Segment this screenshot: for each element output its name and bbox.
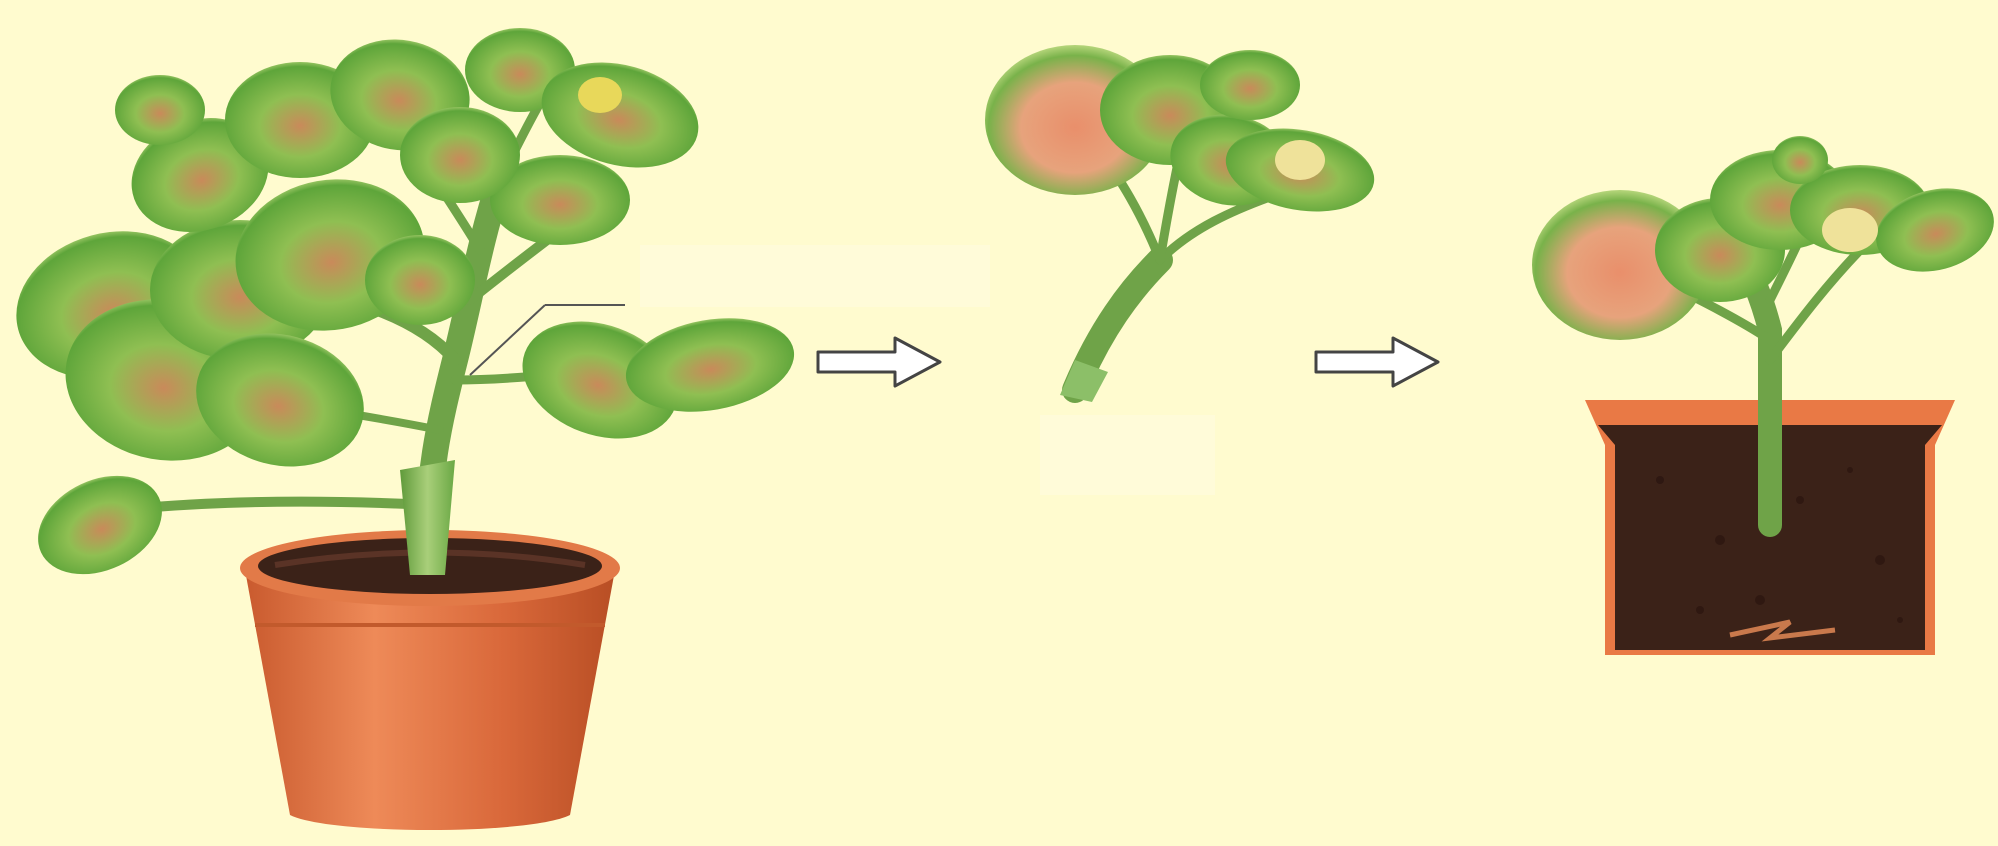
process-arrow-2: [1316, 338, 1438, 386]
blank-label-cutting: [1040, 415, 1215, 495]
process-arrow-1: [818, 338, 940, 386]
blank-label-mother: [640, 245, 990, 307]
planted-cutting-group: [1532, 136, 1998, 655]
cutting-base: [1060, 360, 1108, 402]
mother-plant-group: [0, 28, 802, 830]
cutting-leaves: [985, 45, 1381, 222]
cutting-group: [985, 45, 1381, 402]
